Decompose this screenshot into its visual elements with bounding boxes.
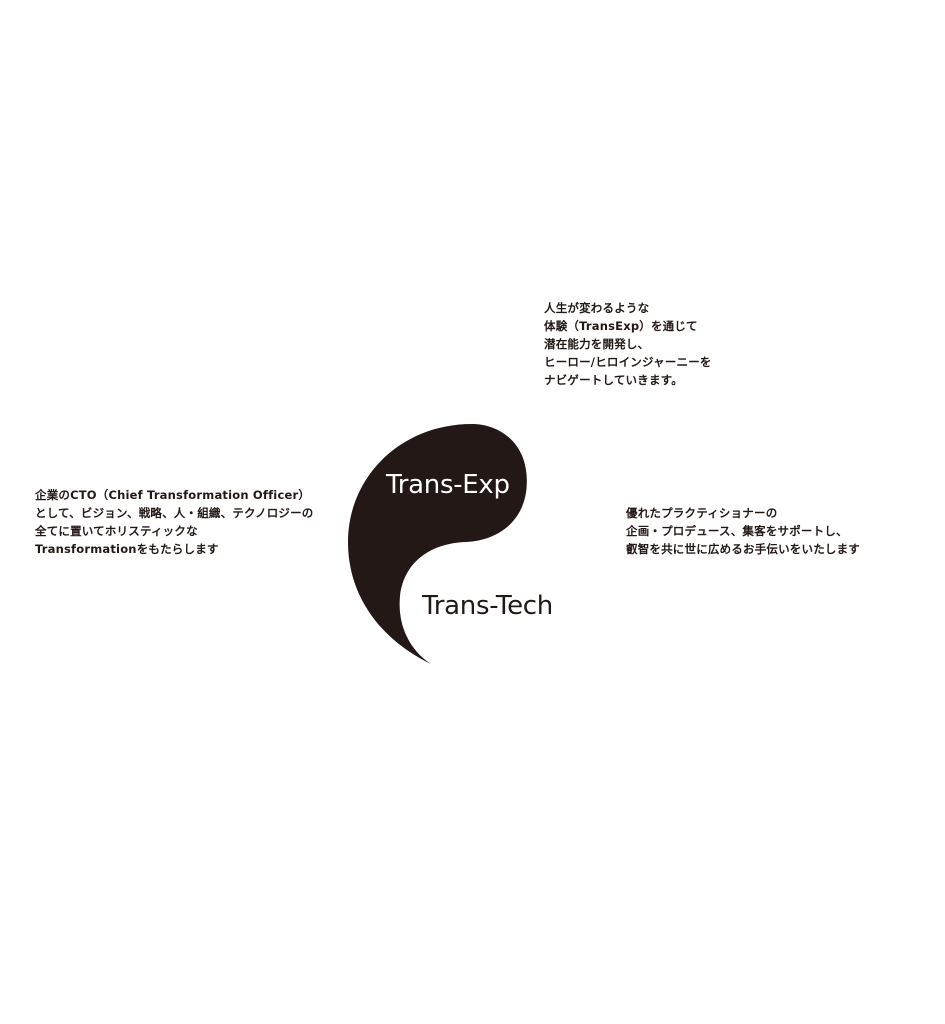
description-line: Transformationをもたらします	[35, 542, 219, 556]
description-line: 企業のCTO（Chief Transformation Officer）	[35, 488, 311, 502]
description-line: として、ビジョン、戦略、人・組織、テクノロジーの	[35, 506, 314, 520]
description-line: 体験（TransExp）を通じて	[544, 319, 698, 333]
description-line: 企画・プロデュース、集客をサポートし、	[626, 524, 848, 538]
description-line: 叡智を共に世に広めるお手伝いをいたします	[626, 542, 860, 556]
trans-exp-description: 人生が変わるような 体験（TransExp）を通じて 潜在能力を開発し、 ヒーロ…	[544, 299, 712, 389]
description-line: 人生が変わるような	[544, 301, 650, 315]
description-line: 全てに置いてホリスティックな	[35, 524, 198, 538]
description-line: 潜在能力を開発し、	[544, 337, 650, 351]
trans-exp-label: Trans-Exp	[386, 470, 510, 500]
comma-shape	[348, 423, 527, 664]
description-line: 優れたプラクティショナーの	[626, 506, 778, 520]
trans-tech-description: 優れたプラクティショナーの 企画・プロデュース、集客をサポートし、 叡智を共に世…	[626, 504, 860, 558]
description-line: ヒーロー/ヒロインジャーニーを	[544, 355, 712, 369]
description-line: ナビゲートしていきます。	[544, 373, 683, 387]
yin-yang-emblem: Trans-Exp Trans-Tech	[340, 418, 580, 672]
cto-description: 企業のCTO（Chief Transformation Officer） として…	[35, 486, 314, 558]
trans-tech-label: Trans-Tech	[422, 591, 553, 621]
comma-shape-icon	[348, 423, 527, 664]
